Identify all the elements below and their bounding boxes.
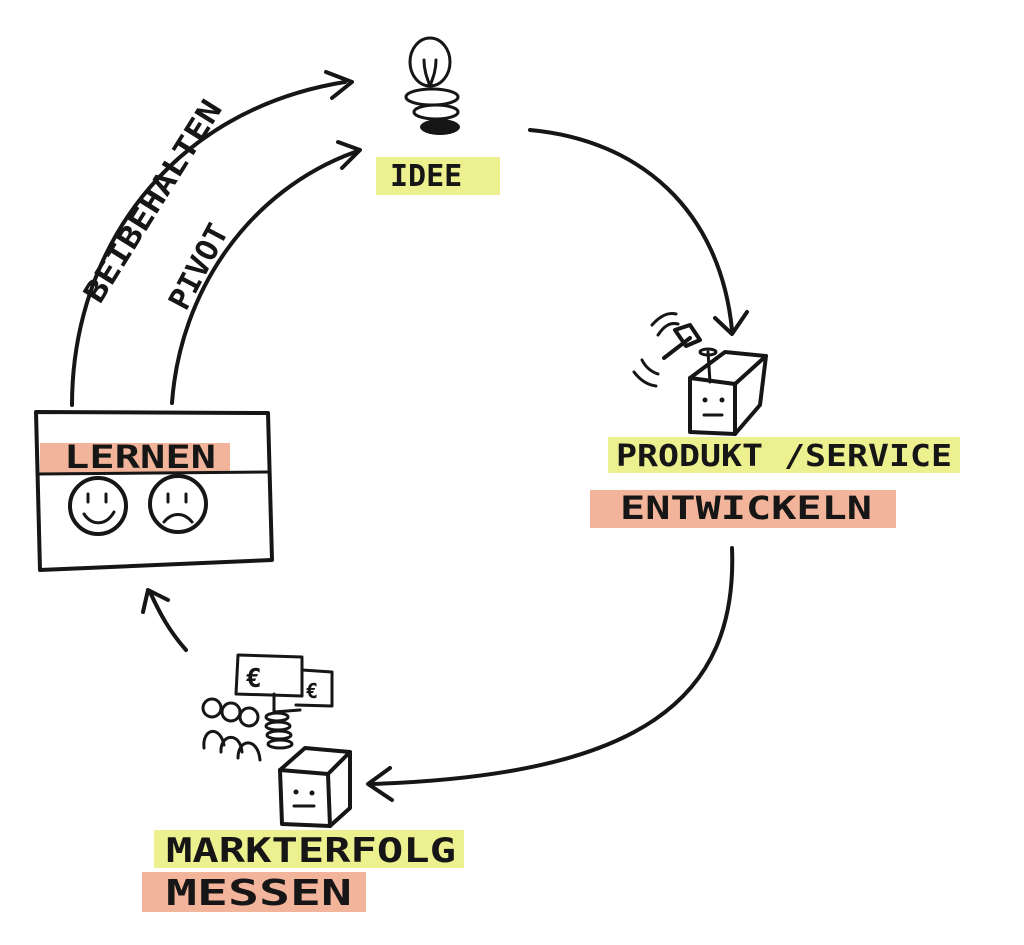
lernen-box	[34, 410, 274, 572]
happy-face-icon	[68, 476, 128, 536]
svg-text:€: €	[306, 679, 318, 703]
sad-face-icon	[148, 474, 208, 534]
arrow-markt-to-lernen	[141, 588, 188, 652]
pivot-label: PIVOT	[162, 218, 236, 316]
hammer-box-icon	[632, 312, 768, 436]
arrow-pivot	[170, 140, 362, 405]
entwickeln-label: ENTWICKELN	[620, 489, 872, 527]
produkt-highlight	[608, 437, 960, 473]
money-people-box-icon: € €	[201, 653, 352, 828]
arrow-beibehalten	[70, 70, 354, 407]
idee-highlight	[376, 157, 500, 195]
arrow-produkt-to-markt	[366, 546, 735, 802]
idee-label: IDEE	[390, 159, 462, 194]
markterfolg-label: MARKTERFOLG	[166, 831, 456, 871]
lernen-label: LERNEN	[64, 438, 216, 476]
messen-highlight	[142, 872, 366, 912]
entwickeln-highlight	[590, 490, 896, 528]
lernen-highlight	[40, 443, 230, 473]
lightbulb-icon	[404, 36, 460, 135]
produkt-label: PRODUKT /SERVICE	[616, 439, 952, 474]
messen-label: MESSEN	[166, 873, 352, 914]
arrow-idee-to-produkt	[528, 128, 749, 336]
markterfolg-highlight	[154, 830, 464, 868]
svg-text:€: €	[246, 664, 262, 694]
